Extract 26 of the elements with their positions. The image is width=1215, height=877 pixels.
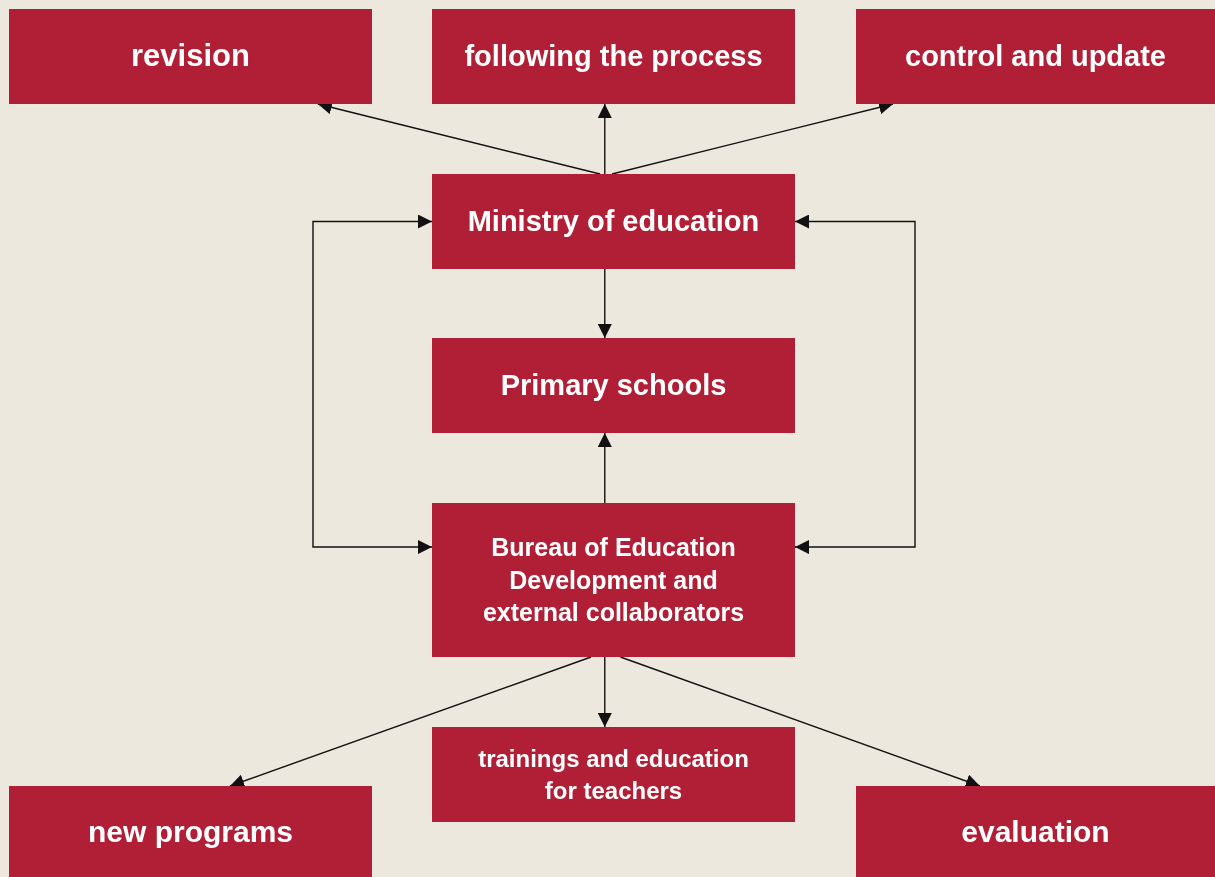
- process-box: [856, 9, 1215, 104]
- arrow: [229, 656, 592, 788]
- box-label: Primary schools: [500, 367, 727, 403]
- arrow: [794, 214, 916, 555]
- process-box: [9, 786, 372, 877]
- process-box: [856, 786, 1215, 877]
- box-label: evaluation: [961, 814, 1110, 850]
- box-label: control and update: [905, 38, 1166, 74]
- process-box: [432, 727, 795, 822]
- arrow: [312, 214, 433, 555]
- process-box: [432, 338, 795, 433]
- box-label: Ministry of education: [467, 203, 760, 239]
- box-label: following the process: [464, 38, 763, 74]
- arrow: [619, 656, 981, 788]
- arrow: [597, 432, 612, 504]
- box-label: Bureau of Education Development and external collaborators: [481, 532, 746, 629]
- process-box: [432, 174, 795, 269]
- arrow: [597, 656, 612, 728]
- box-label: new programs: [87, 814, 294, 850]
- process-box: [9, 9, 372, 104]
- box-label: trainings and education for teachers: [477, 744, 750, 806]
- process-box: [432, 503, 795, 657]
- process-box: [432, 9, 795, 104]
- box-label: revision: [131, 37, 250, 76]
- arrow: [597, 103, 612, 175]
- arrow: [597, 268, 612, 339]
